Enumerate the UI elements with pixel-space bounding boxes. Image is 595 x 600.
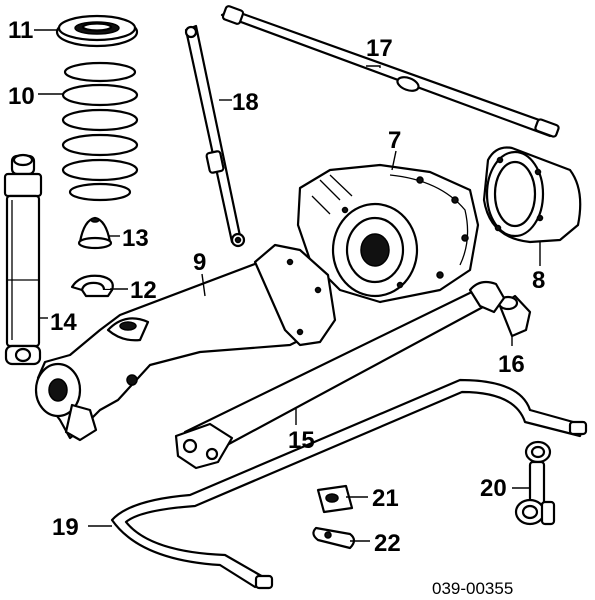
callout-15: 15 — [288, 427, 315, 454]
spring-seat-part-11 — [55, 14, 139, 48]
differential-carrier-part-7 — [296, 163, 480, 304]
callout-7: 7 — [388, 127, 401, 154]
callout-19: 19 — [52, 514, 79, 541]
stabilizer-bar-part-19 — [110, 378, 588, 590]
bushing-part-16 — [497, 294, 532, 338]
callout-8: 8 — [532, 267, 545, 294]
callout-17: 17 — [366, 35, 393, 62]
callout-16: 16 — [498, 351, 525, 378]
spring-clip-part-12 — [70, 274, 114, 298]
coil-spring-part-10 — [61, 61, 139, 202]
lower-control-arm-part-15 — [174, 280, 506, 470]
callout-12: 12 — [130, 277, 157, 304]
callout-22: 22 — [374, 530, 401, 557]
lateral-rod-part-18 — [184, 24, 246, 248]
upper-control-rod-part-17 — [220, 5, 560, 138]
callout-labels: 11 10 13 12 14 18 17 7 8 9 16 15 19 20 2… — [8, 17, 545, 557]
callout-13: 13 — [122, 225, 149, 252]
differential-cover-part-8 — [482, 146, 582, 244]
leader-lines — [34, 29, 541, 542]
callout-10: 10 — [8, 83, 35, 110]
diagram-code: 039-00355 — [432, 579, 513, 598]
callout-14: 14 — [50, 309, 77, 336]
stabilizer-bracket-part-22 — [312, 526, 356, 550]
shock-absorber-part-14 — [3, 153, 43, 366]
stabilizer-bushing-part-21 — [316, 484, 354, 514]
bump-stop-part-13 — [77, 216, 113, 250]
callout-9: 9 — [193, 249, 206, 276]
stabilizer-link-part-20 — [514, 440, 556, 526]
callout-11: 11 — [8, 17, 33, 44]
axle-housing-part-9 — [34, 243, 337, 442]
callout-20: 20 — [480, 475, 507, 502]
callout-18: 18 — [232, 89, 259, 116]
callout-21: 21 — [372, 485, 399, 512]
